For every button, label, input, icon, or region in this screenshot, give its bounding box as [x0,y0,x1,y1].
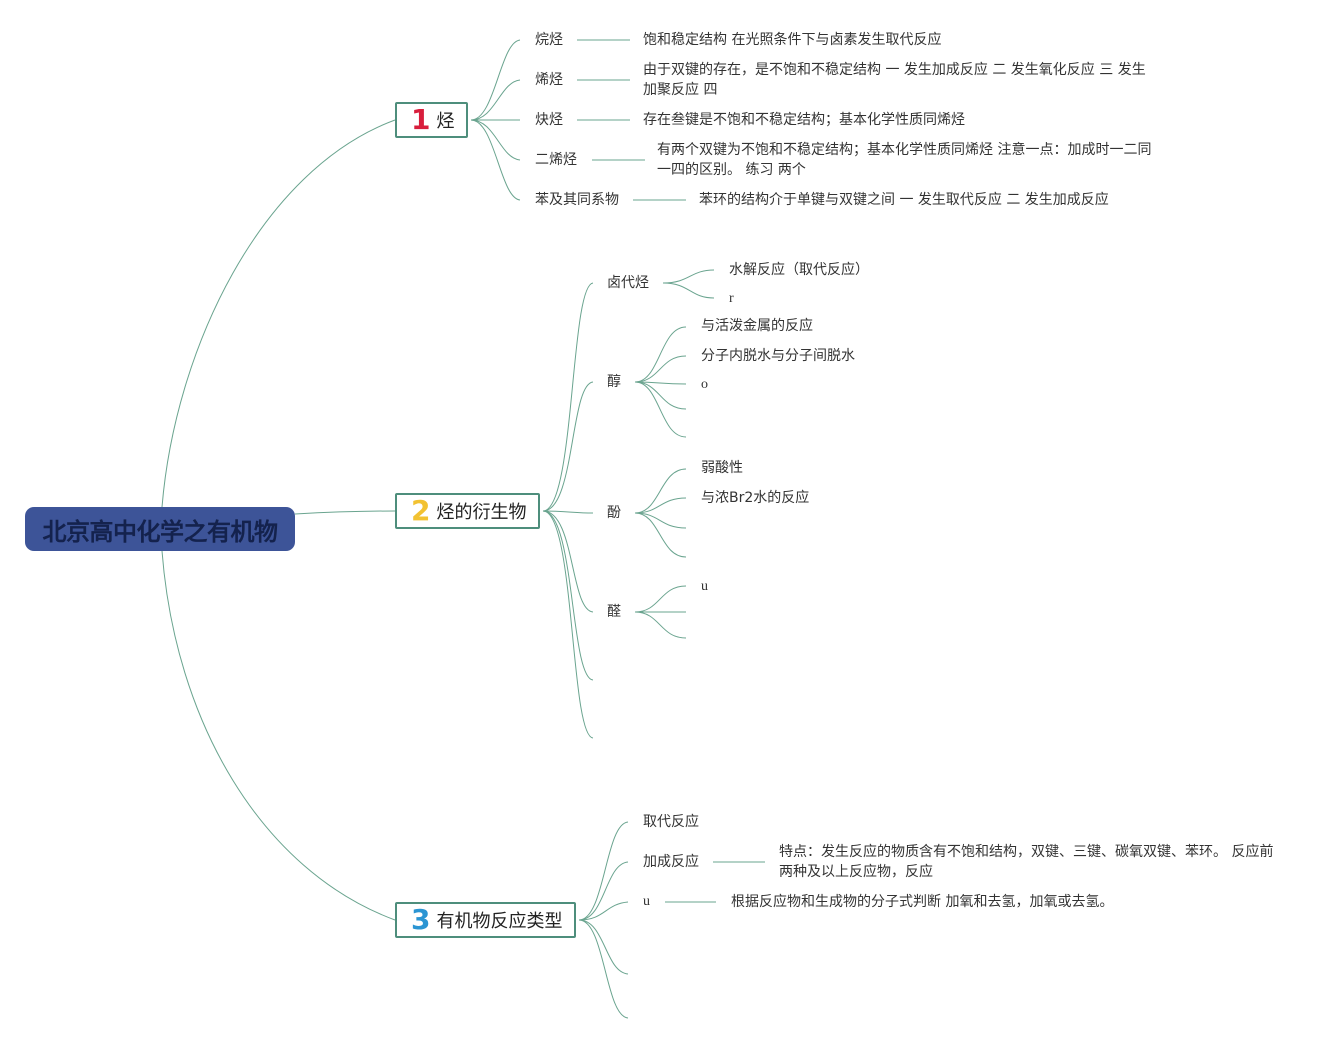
root-title: 北京高中化学之有机物 [42,517,279,546]
topic-addition[interactable]: 加成反应 [643,854,699,870]
topic-alkyne[interactable]: 炔烃 [535,112,563,128]
topic-substitution[interactable]: 取代反应 [643,814,699,830]
topic-haloalkane[interactable]: 卤代烃 [607,275,649,291]
topic-alkane[interactable]: 烷烃 [535,32,563,48]
branch-number-1: 1 [411,103,431,136]
branch-derivatives[interactable]: 2 烃的衍生物 [395,493,541,529]
topic-benzene[interactable]: 苯及其同系物 [535,192,619,208]
topic-diene[interactable]: 二烯烃 [535,152,577,168]
branch-label: 烃 [436,111,455,132]
topic-phenol-child[interactable]: 弱酸性 [701,460,743,476]
topic-alcohol-child[interactable]: 与活泼金属的反应 [701,318,813,334]
branch-label: 烃的衍生物 [436,502,527,523]
topic-addition-desc[interactable]: 特点：发生反应的物质含有不饱和结构，双键、三键、碳氧双键、苯环。 反应前两种及以… [779,844,1274,880]
root-topic[interactable]: 北京高中化学之有机物 [25,507,295,551]
topic-phenol-child[interactable]: 与浓Br2水的反应 [701,490,810,506]
topic-redox[interactable]: u [643,894,650,909]
topic-aldehyde-child[interactable]: u [701,579,708,594]
topic-alcohol[interactable]: 醇 [607,374,621,390]
topic-haloalkane-child[interactable]: 水解反应（取代反应） [729,262,869,278]
topic-alkyne-desc[interactable]: 存在叁键是不饱和不稳定结构；基本化学性质同烯烃 [643,112,965,128]
branch-hydrocarbons[interactable]: 1 烃 [395,102,469,138]
branch-reaction-types[interactable]: 3 有机物反应类型 [395,902,577,938]
topic-benzene-desc[interactable]: 苯环的结构介于单键与双键之间 一 发生取代反应 二 发生加成反应 [699,192,1109,208]
topic-redox-desc[interactable]: 根据反应物和生成物的分子式判断 加氧和去氢，加氧或去氢。 [731,894,1114,910]
topic-haloalkane-child[interactable]: r [729,291,734,306]
topic-alkene[interactable]: 烯烃 [535,72,563,88]
topic-aldehyde[interactable]: 醛 [607,604,621,620]
topic-diene-desc[interactable]: 有两个双键为不饱和不稳定结构；基本化学性质同烯烃 注意一点：加成时一二同一四的区… [657,142,1152,178]
topic-alkane-desc[interactable]: 饱和稳定结构 在光照条件下与卤素发生取代反应 [643,32,942,48]
topic-alkene-desc[interactable]: 由于双键的存在，是不饱和不稳定结构 一 发生加成反应 二 发生氧化反应 三 发生… [643,62,1146,98]
branch-number-2: 2 [411,494,431,527]
topic-phenol[interactable]: 酚 [607,505,621,521]
branch-label: 有机物反应类型 [436,911,563,932]
topic-alcohol-child[interactable]: 分子内脱水与分子间脱水 [701,348,855,364]
topic-alcohol-child[interactable]: o [701,377,708,392]
branch-number-3: 3 [411,903,431,936]
